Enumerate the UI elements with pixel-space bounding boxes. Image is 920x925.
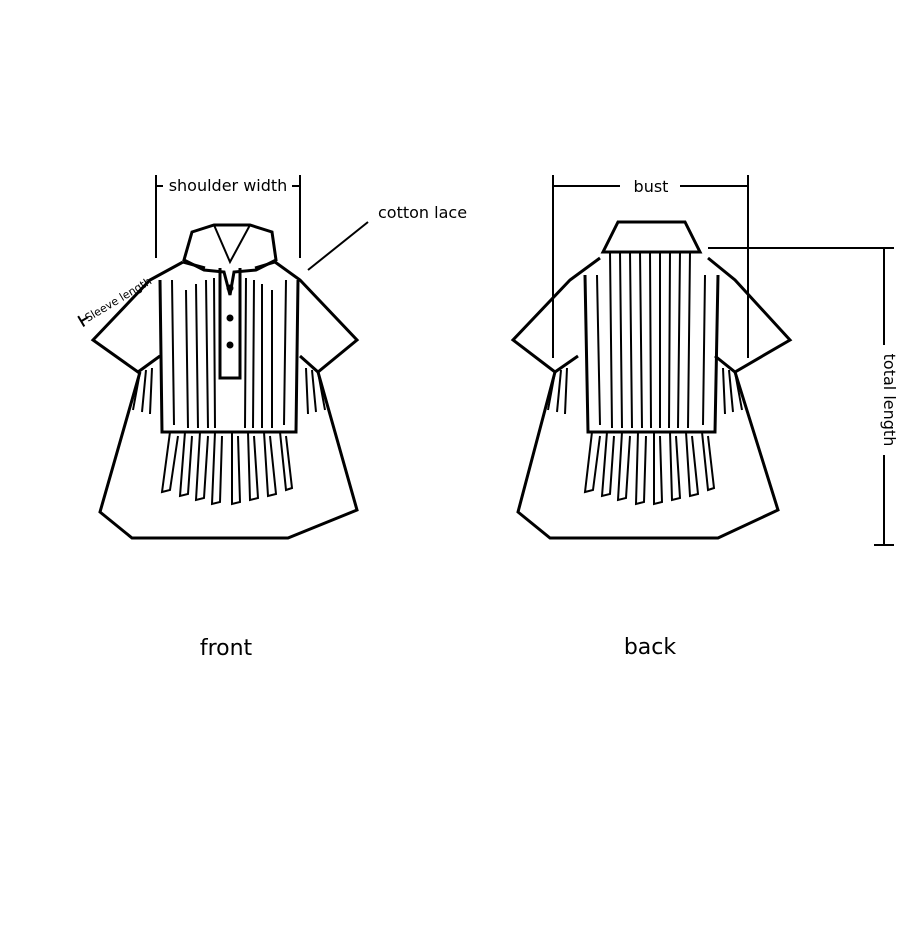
back-garment <box>510 220 793 540</box>
total-length-label: total length <box>880 354 899 447</box>
sleeve-length-dimension: Sleeve length <box>77 275 154 327</box>
back-caption: back <box>624 635 677 660</box>
front-caption: front <box>200 636 253 661</box>
cotton-lace-label: cotton lace <box>378 203 467 222</box>
front-garment <box>90 223 360 540</box>
total-length-dimension: total length <box>708 247 899 546</box>
shoulder-width-dimension: shoulder width <box>155 175 301 258</box>
cotton-lace-callout: cotton lace <box>307 203 467 271</box>
shoulder-width-label: shoulder width <box>169 176 288 195</box>
bust-label: bust <box>634 177 669 196</box>
bust-dimension: bust <box>552 175 749 358</box>
sleeve-length-label: Sleeve length <box>83 275 154 325</box>
